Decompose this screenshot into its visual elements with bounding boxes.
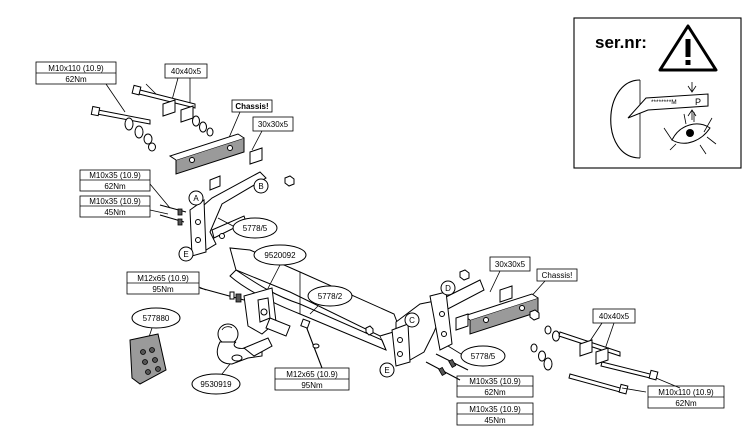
ball-part-label: 9520092 [264, 251, 296, 260]
eye-icon [663, 112, 717, 155]
svg-text:A: A [193, 194, 199, 203]
serial-plate-p: P [695, 97, 701, 107]
serial-plate-text: ********M [651, 99, 677, 106]
ball-neck-label-oval [191, 373, 241, 395]
socket-label: 577880 [143, 314, 170, 323]
serial-number-panel: ser.nr: ********M P [573, 17, 742, 169]
long-bolt-1 [96, 109, 151, 125]
right-bolt-labels: M10x35 (10.9) 62Nm M10x35 (10.9) 45Nm [456, 375, 534, 426]
nut [284, 175, 295, 187]
bolt-right-spec: M10x110 (10.9) [658, 388, 714, 397]
bolt-top-left-torque: 62Nm [65, 75, 87, 84]
bracket-left-label-oval [232, 217, 278, 239]
callout-e-left [178, 246, 194, 262]
bolt-b-spec: M10x35 (10.9) [89, 197, 141, 206]
callout-d [440, 280, 456, 296]
callout-b [253, 178, 269, 194]
ball-mount: 9520092 M12x65 (10.9) 95Nm 9530919 [126, 244, 350, 395]
right-bolt-stack: 40x40x5 M10x110 (10.9) 62Nm [530, 308, 725, 409]
bolt-r2-spec: M10x35 (10.9) [469, 405, 521, 414]
bolt-r1-torque: 62Nm [484, 388, 506, 397]
bolt-r1-spec: M10x35 (10.9) [469, 377, 521, 386]
bolt-r2-torque: 45Nm [484, 416, 506, 425]
ball-neck [216, 323, 273, 365]
callout-a [188, 190, 204, 206]
bolt-top-left-spec: M10x110 (10.9) [48, 64, 104, 73]
serial-title: ser.nr: [595, 33, 647, 52]
left-bracket: A B E 5778/5 [159, 171, 278, 262]
crossbar-label-oval [307, 285, 353, 307]
chassis-right-label: Chassis! [542, 271, 573, 280]
bumper-outline-icon [610, 79, 641, 159]
bolt-ball-spec: M12x65 (10.9) [137, 274, 189, 283]
serial-plate-icon [627, 93, 709, 119]
bolt-a-torque: 62Nm [104, 182, 126, 191]
plate-right-label: 40x40x5 [599, 312, 630, 321]
bolt-b-torque: 45Nm [104, 208, 126, 217]
spacer-right-label: 30x30x5 [495, 260, 526, 269]
plate-top-left-label: 40x40x5 [171, 67, 202, 76]
bolt-bottom-spec: M12x65 (10.9) [286, 370, 338, 379]
washer [124, 117, 134, 131]
callout-e-right [379, 362, 395, 378]
right-bracket: C D E 5778/5 [365, 269, 506, 381]
socket-label-oval [131, 307, 181, 329]
crossbar-label: 5778/2 [318, 292, 343, 301]
chassis-left-label-box [231, 99, 273, 113]
bracket-left-label: 5778/5 [243, 224, 268, 233]
svg-text:E: E [183, 250, 188, 259]
socket-plate: 577880 [129, 307, 181, 385]
left-bolt-labels: M10x35 (10.9) 62Nm M10x35 (10.9) 45Nm [79, 169, 171, 218]
svg-text:D: D [445, 284, 451, 293]
left-spacer-group: Chassis! 30x30x5 [168, 99, 295, 191]
bolt-bottom-torque: 95Nm [301, 381, 323, 390]
plate-top-left-label-box [164, 63, 208, 79]
svg-text:E: E [384, 366, 389, 375]
crossbar: 5778/2 [229, 247, 401, 351]
plate-40x40 [162, 99, 176, 117]
right-spacer-group: 30x30x5 Chassis! [455, 256, 578, 335]
chassis-left-label: Chassis! [235, 102, 268, 111]
ball-neck-label: 9530919 [200, 380, 232, 389]
spacer-left-label: 30x30x5 [258, 120, 289, 129]
top-left-bolt-stack: M10x110 (10.9) 62Nm 40x40x5 [35, 61, 214, 152]
bracket-right-label: 5778/5 [471, 352, 496, 361]
callout-c [404, 312, 420, 328]
bolt-a-spec: M10x35 (10.9) [89, 171, 141, 180]
bracket-right-label-oval [460, 345, 506, 367]
spacer-left-label-box [252, 116, 294, 132]
svg-text:B: B [258, 182, 263, 191]
warning-icon [658, 24, 718, 72]
bolt-right-torque: 62Nm [675, 399, 697, 408]
svg-text:C: C [409, 316, 415, 325]
bolt-ball-torque: 95Nm [152, 285, 174, 294]
